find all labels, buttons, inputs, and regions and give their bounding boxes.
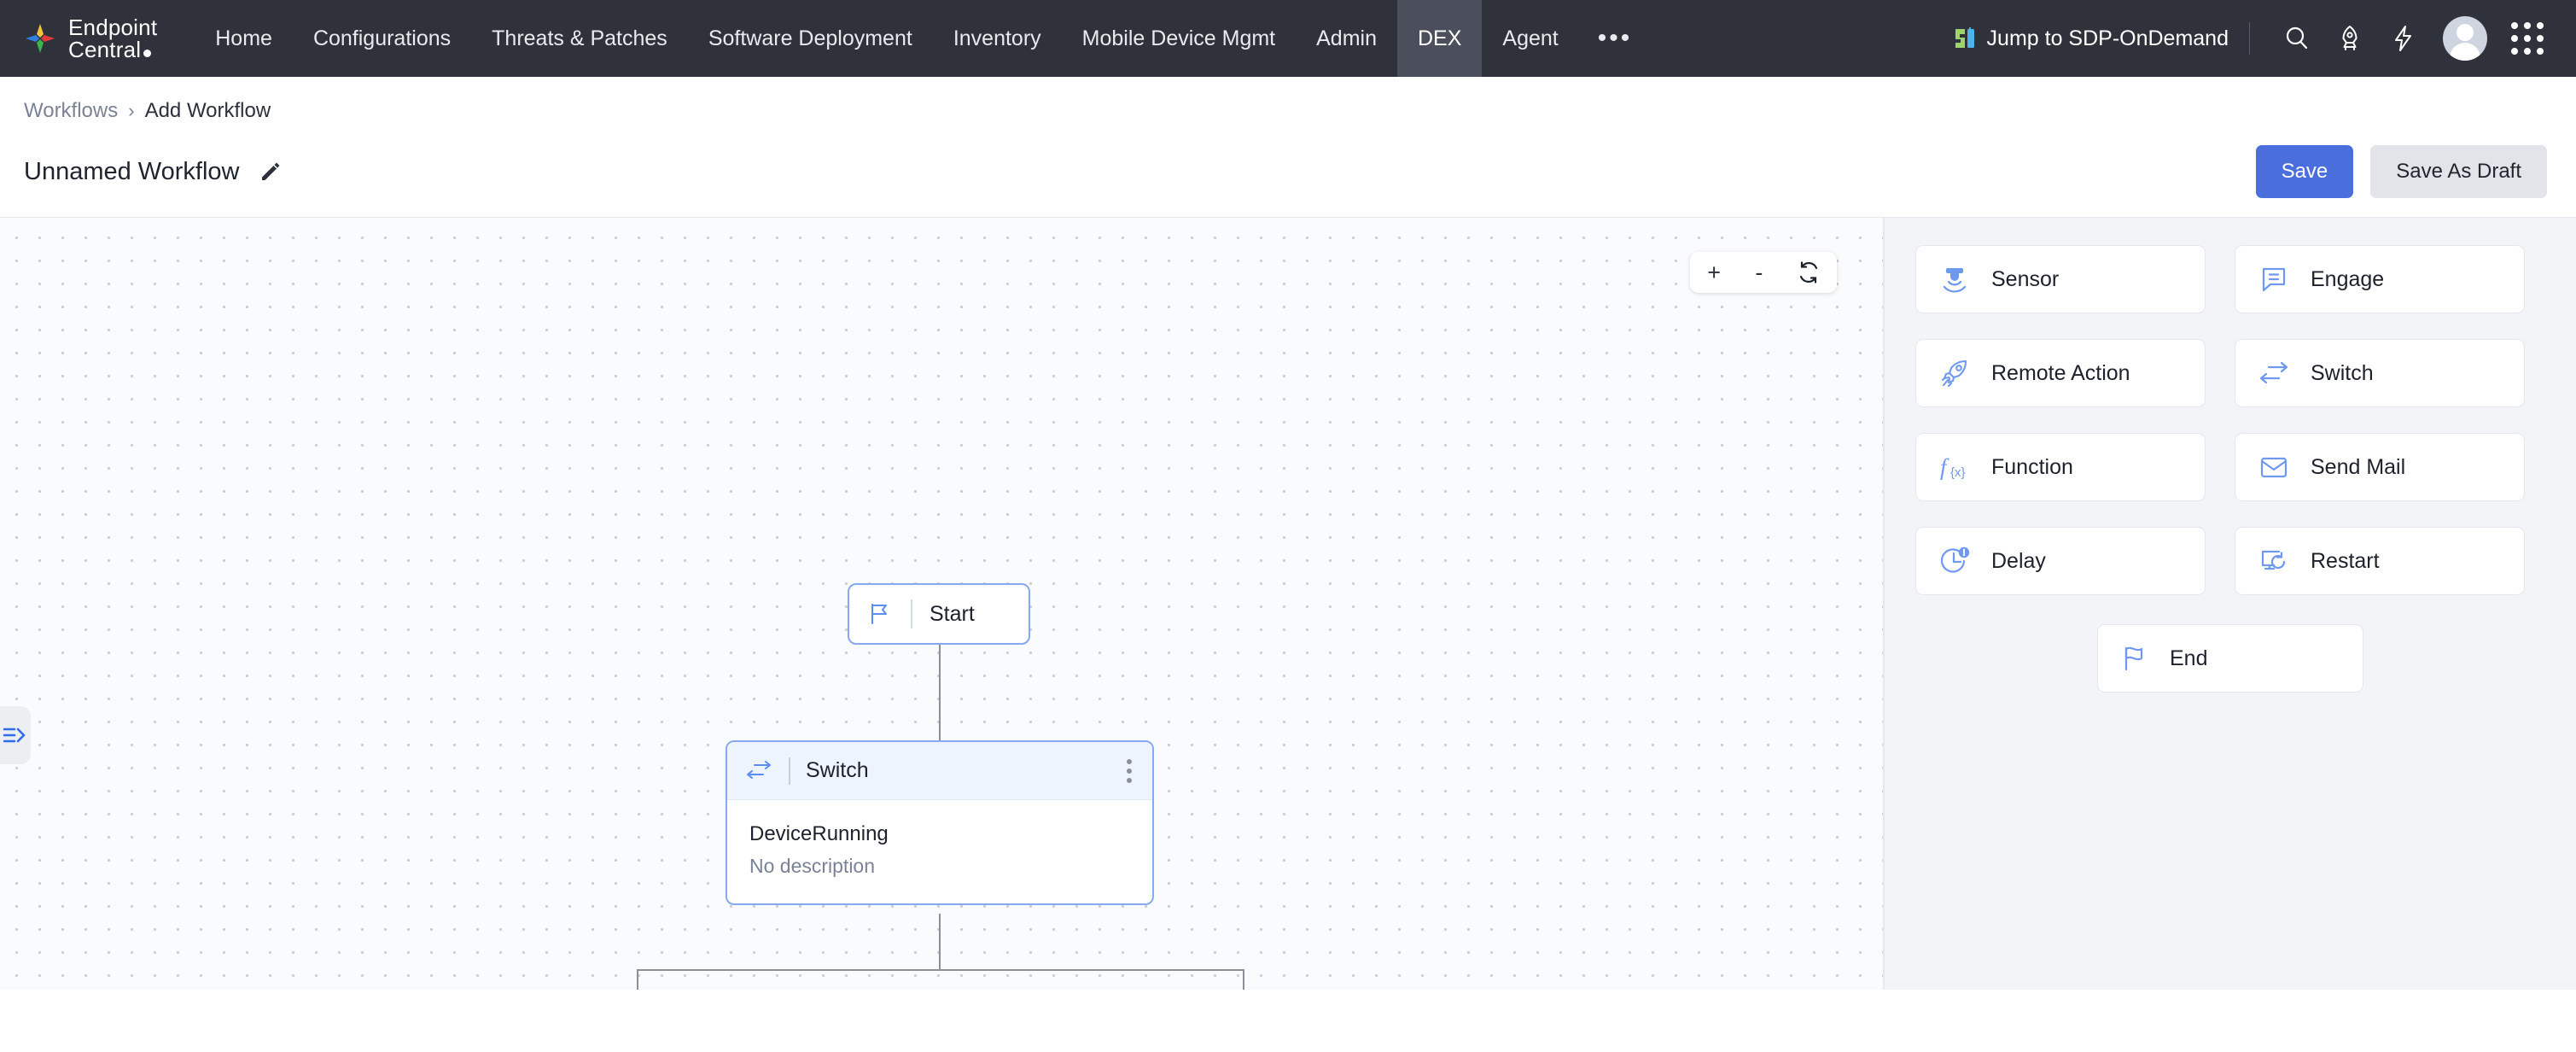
connector-branch-left-drop bbox=[637, 969, 638, 990]
brand-logo[interactable]: Endpoint Central bbox=[0, 16, 166, 61]
palette-item-remote-action[interactable]: Remote Action bbox=[1915, 339, 2206, 407]
zoom-in-button[interactable]: + bbox=[1707, 259, 1721, 285]
breadcrumb-workflows-link[interactable]: Workflows bbox=[24, 99, 119, 122]
monitor-restart-icon bbox=[2258, 545, 2290, 577]
nav-divider bbox=[2249, 22, 2250, 55]
page-title: Unnamed Workflow bbox=[24, 157, 240, 185]
svg-text:{x}: {x} bbox=[1950, 465, 1966, 480]
node-palette: Sensor Engage bbox=[1885, 218, 2576, 990]
save-as-draft-button[interactable]: Save As Draft bbox=[2370, 145, 2547, 198]
node-switch-menu-icon[interactable] bbox=[1123, 754, 1135, 788]
clock-alert-icon bbox=[1938, 545, 1971, 577]
palette-end-row: End bbox=[1915, 624, 2545, 693]
pencil-icon[interactable] bbox=[259, 161, 281, 183]
lightning-icon[interactable] bbox=[2376, 12, 2429, 65]
palette-item-label: Send Mail bbox=[2311, 454, 2406, 479]
breadcrumb-current: Add Workflow bbox=[144, 99, 271, 122]
palette-item-label: End bbox=[2170, 646, 2208, 670]
sdp-logo-icon bbox=[1952, 26, 1978, 51]
node-divider bbox=[911, 599, 912, 628]
palette-item-switch[interactable]: Switch bbox=[2235, 339, 2525, 407]
flag-outline-icon bbox=[2120, 643, 2149, 674]
node-divider bbox=[789, 757, 790, 785]
save-button[interactable]: Save bbox=[2255, 145, 2354, 198]
manageengine-pinwheel-icon bbox=[22, 20, 58, 56]
breadcrumb-separator-icon: › bbox=[128, 100, 135, 121]
page-header: Unnamed Workflow Save Save As Draft bbox=[0, 123, 2576, 217]
nav-item-dex[interactable]: DEX bbox=[1397, 0, 1483, 77]
primary-nav-items: Home Configurations Threats & Patches So… bbox=[195, 0, 1651, 77]
header-actions: Save Save As Draft bbox=[2255, 145, 2547, 198]
nav-item-admin[interactable]: Admin bbox=[1316, 26, 1377, 50]
palette-item-engage[interactable]: Engage bbox=[2235, 245, 2525, 313]
top-navigation-bar: Endpoint Central Home Configurations Thr… bbox=[0, 0, 2576, 77]
brand-dot bbox=[143, 49, 152, 57]
search-icon[interactable] bbox=[2270, 12, 2323, 65]
node-start-label: Start bbox=[930, 601, 975, 626]
node-switch-body: DeviceRunning No description bbox=[727, 800, 1152, 903]
panel-divider bbox=[1883, 218, 1885, 990]
envelope-icon bbox=[2258, 451, 2290, 483]
nav-item-threats-and-patches[interactable]: Threats & Patches bbox=[492, 26, 667, 50]
chat-bubble-icon bbox=[2258, 263, 2290, 295]
palette-item-send-mail[interactable]: Send Mail bbox=[2235, 433, 2525, 501]
breadcrumb: Workflows › Add Workflow bbox=[0, 77, 2576, 123]
app-grid-icon[interactable] bbox=[2501, 12, 2554, 65]
avatar[interactable] bbox=[2443, 16, 2487, 61]
palette-item-sensor[interactable]: Sensor bbox=[1915, 245, 2206, 313]
switch-arrows-icon bbox=[2258, 359, 2290, 388]
palette-item-label: Restart bbox=[2311, 548, 2380, 573]
function-fx-icon: f {x} bbox=[1938, 451, 1971, 483]
palette-item-restart[interactable]: Restart bbox=[2235, 527, 2525, 595]
node-start[interactable]: Start bbox=[848, 583, 1030, 645]
flag-icon bbox=[866, 600, 894, 628]
brand-name-line2: Central bbox=[68, 37, 142, 62]
palette-item-function[interactable]: f {x} Function bbox=[1915, 433, 2206, 501]
nav-item-software-deployment[interactable]: Software Deployment bbox=[708, 26, 912, 50]
svg-text:f: f bbox=[1940, 454, 1949, 480]
palette-item-end[interactable]: End bbox=[2097, 624, 2363, 693]
palette-item-label: Remote Action bbox=[1991, 360, 2130, 385]
node-switch-header: Switch bbox=[727, 742, 1152, 800]
nav-item-inventory[interactable]: Inventory bbox=[953, 26, 1041, 50]
connector-branch-horizontal bbox=[637, 969, 1244, 971]
nav-item-agent[interactable]: Agent bbox=[1502, 26, 1559, 50]
nav-item-mobile-device-mgmt[interactable]: Mobile Device Mgmt bbox=[1081, 26, 1276, 50]
palette-item-label: Function bbox=[1991, 454, 2073, 479]
switch-arrows-icon bbox=[744, 758, 773, 784]
sensor-icon bbox=[1938, 263, 1971, 295]
reset-view-icon[interactable] bbox=[1798, 261, 1820, 283]
nav-right-cluster: Jump to SDP-OnDemand bbox=[1952, 12, 2576, 65]
palette-item-label: Sensor bbox=[1991, 266, 2060, 291]
brand-name-line1: Endpoint bbox=[68, 15, 158, 40]
palette-item-label: Engage bbox=[2311, 266, 2385, 291]
canvas-zoom-controls: + - bbox=[1690, 252, 1837, 293]
expand-sidebar-handle-icon[interactable] bbox=[0, 706, 31, 764]
workflow-canvas[interactable]: + - bbox=[0, 218, 1883, 990]
zoom-out-button[interactable]: - bbox=[1755, 259, 1763, 285]
palette-item-delay[interactable]: Delay bbox=[1915, 527, 2206, 595]
nav-item-configurations[interactable]: Configurations bbox=[312, 26, 452, 50]
rocket-icon[interactable] bbox=[2323, 12, 2376, 65]
palette-item-label: Switch bbox=[2311, 360, 2374, 385]
palette-item-label: Delay bbox=[1991, 548, 2046, 573]
jump-to-sdp-ondemand-link[interactable]: Jump to SDP-OnDemand bbox=[1952, 26, 2249, 51]
nav-more-icon[interactable]: ••• bbox=[1597, 24, 1633, 52]
nav-item-home[interactable]: Home bbox=[215, 26, 272, 50]
rocket-icon bbox=[1938, 357, 1971, 389]
workflow-workspace: + - bbox=[0, 217, 2576, 990]
node-switch-description: No description bbox=[749, 855, 876, 877]
node-switch[interactable]: Switch DeviceRunning No description bbox=[726, 740, 1154, 905]
jump-label: Jump to SDP-OnDemand bbox=[1986, 26, 2229, 50]
node-switch-type-label: Switch bbox=[806, 758, 869, 782]
connector-switch-stem bbox=[939, 914, 941, 970]
connector-start-to-switch bbox=[939, 645, 941, 743]
connector-branch-right-drop bbox=[1243, 969, 1244, 990]
node-switch-name: DeviceRunning bbox=[749, 822, 889, 845]
